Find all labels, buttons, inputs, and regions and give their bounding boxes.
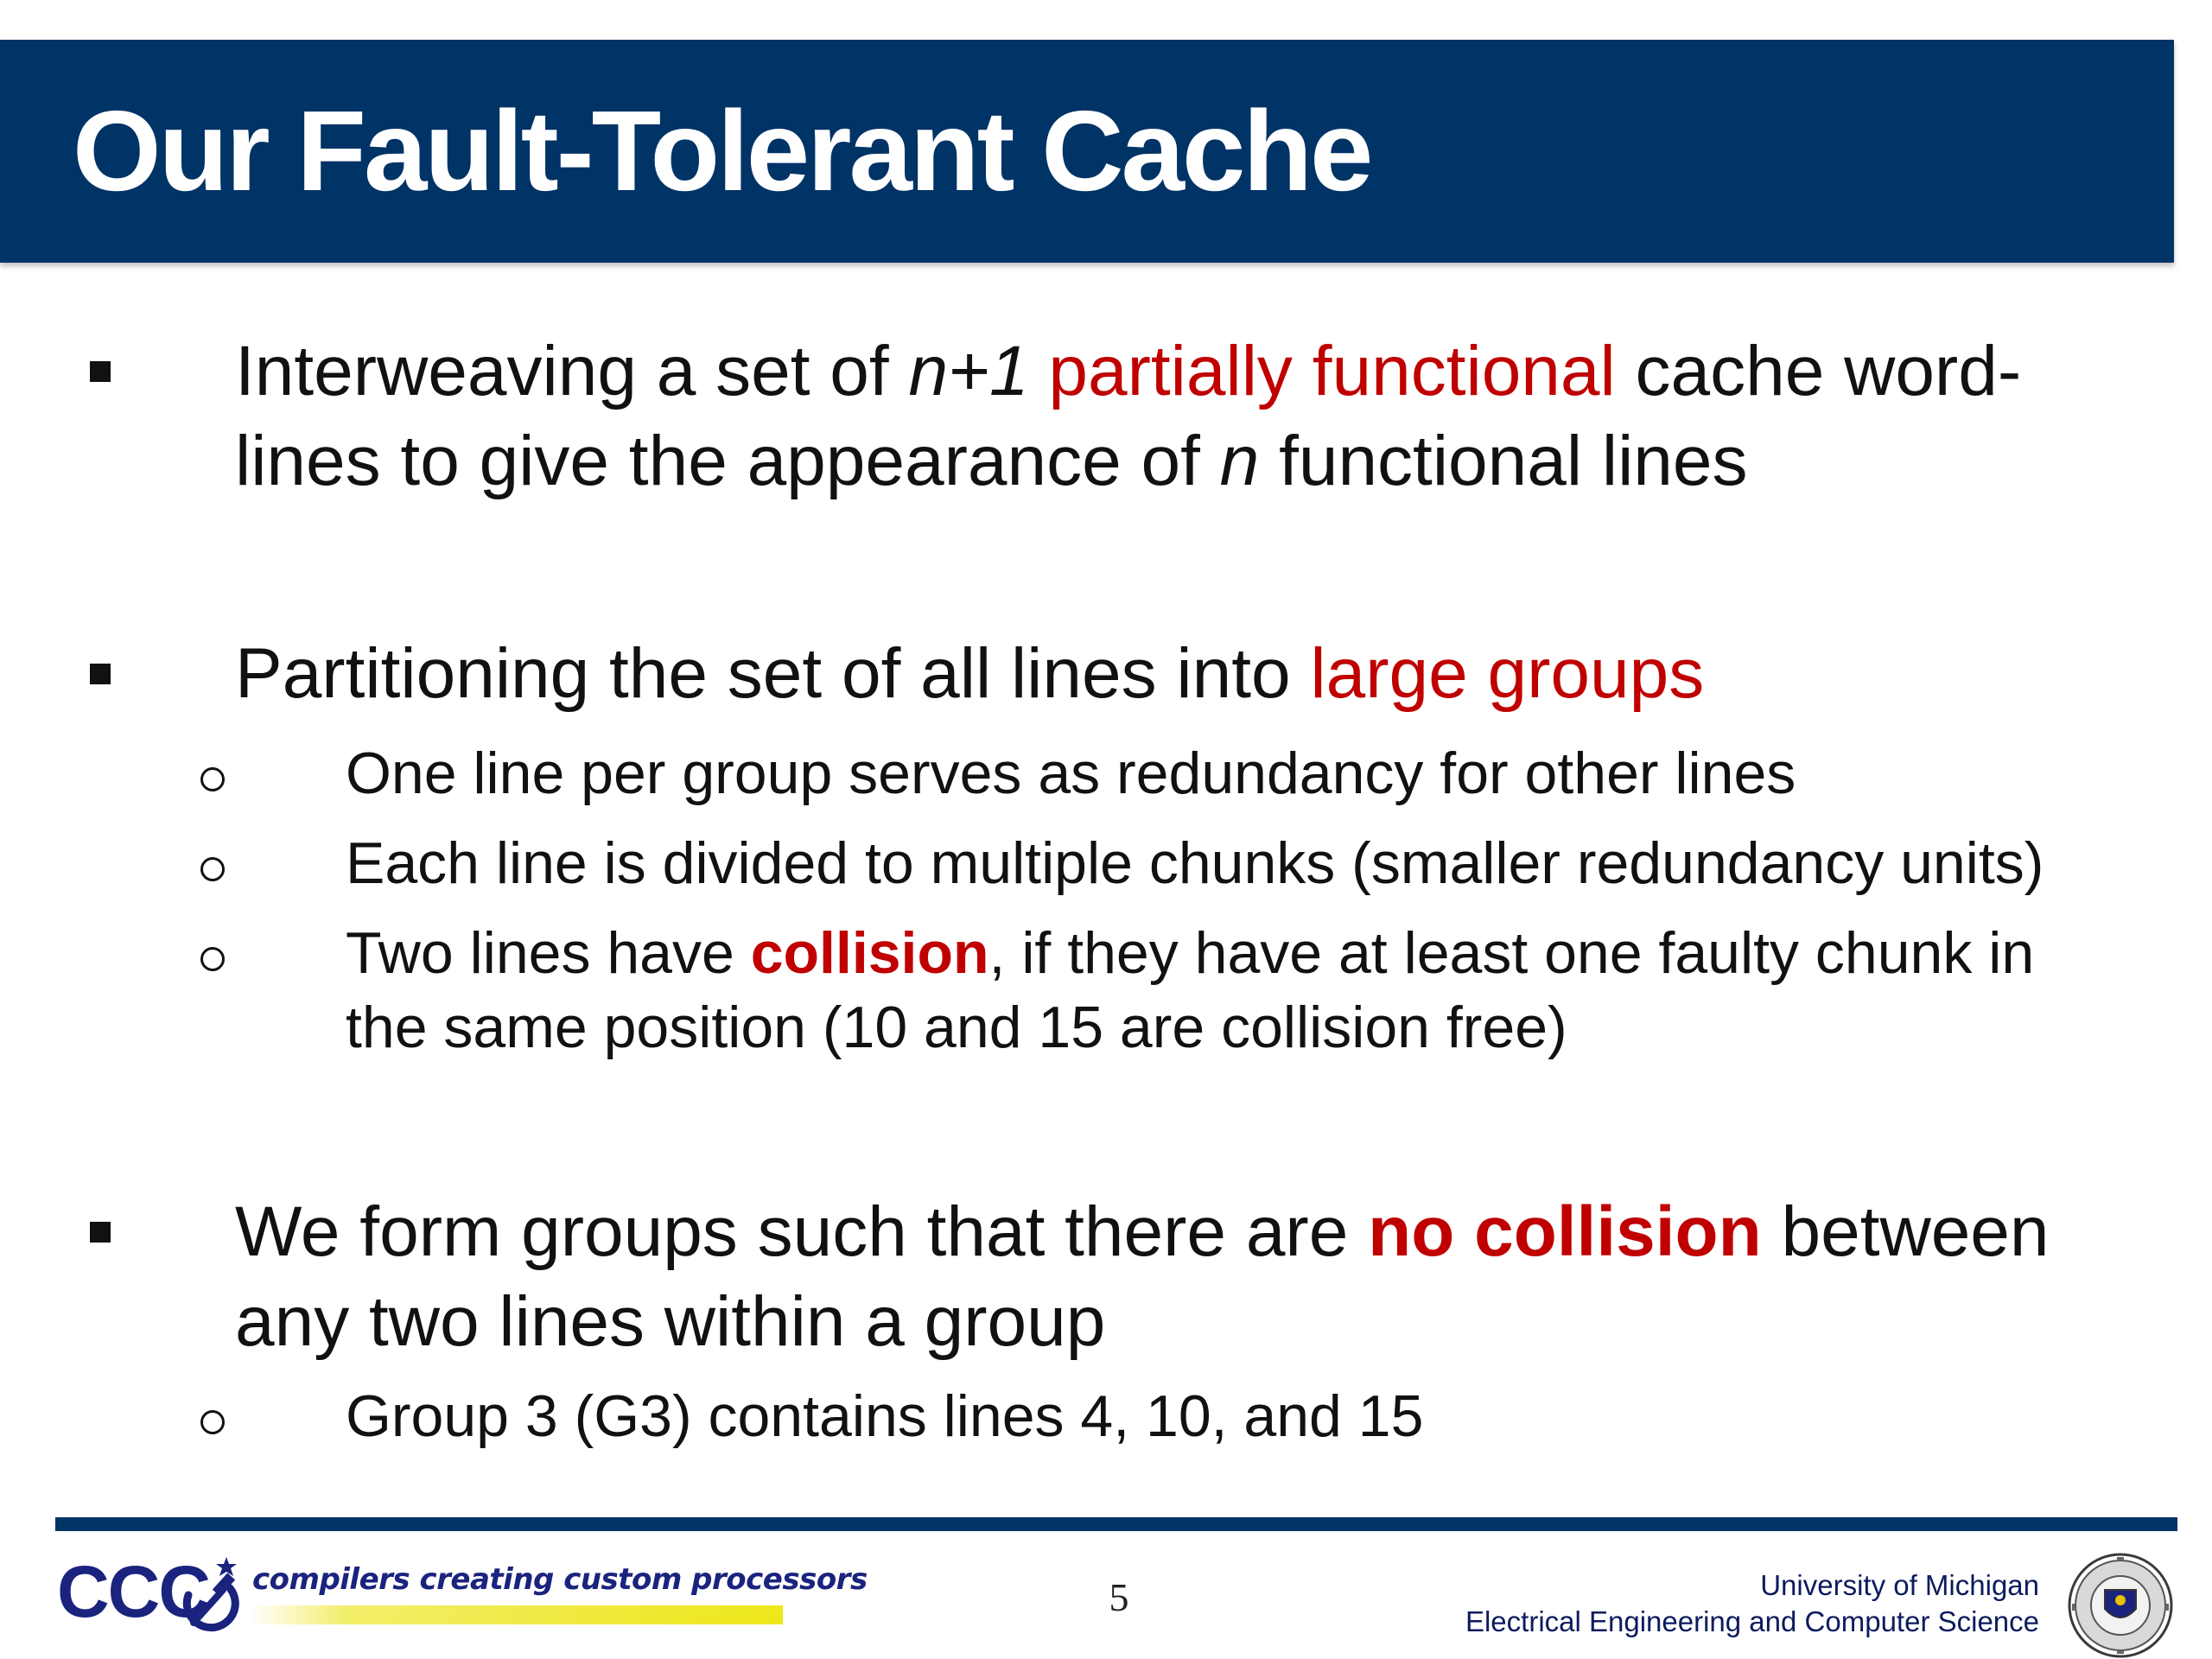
hammer-sickle-star-icon [182, 1557, 239, 1632]
subbullet-2-2: Each line is divided to multiple chunks … [346, 830, 2044, 896]
circle-bullet-icon [200, 1410, 225, 1434]
bullet-2-line-1: Partitioning the set of all lines into l… [235, 634, 1705, 713]
circle-bullet-icon [200, 767, 225, 791]
highlight-no-collision: no collision [1368, 1192, 1762, 1271]
square-bullet-icon [90, 664, 111, 684]
bullet-3-line-1: We form groups such that there are no co… [235, 1192, 2050, 1271]
tagline-highlight [251, 1605, 783, 1624]
math-n: n [1219, 422, 1260, 500]
highlight-collision: collision [750, 920, 989, 986]
affiliation: University of Michigan Electrical Engine… [1465, 1567, 2039, 1640]
subbullet-2-3-line-2: the same position (10 and 15 are collisi… [346, 995, 1567, 1060]
bullet-1-line-2: lines to give the appearance of n functi… [235, 422, 1748, 500]
ccc-logo: CCC [57, 1551, 211, 1632]
highlight-partially-functional: partially functional [1048, 332, 1616, 410]
square-bullet-icon [90, 1222, 111, 1243]
page-number: 5 [1109, 1575, 1129, 1619]
department-name: Electrical Engineering and Computer Scie… [1465, 1605, 2039, 1637]
square-bullet-icon [90, 361, 111, 382]
math-n-plus-1: n+1 [908, 332, 1029, 410]
bullet-1-line-1: Interweaving a set of n+1 partially func… [235, 332, 2022, 410]
circle-bullet-icon [200, 857, 225, 881]
title-bar: Our Fault-Tolerant Cache [0, 40, 2174, 263]
bullet-3-line-2: any two lines within a group [235, 1282, 1106, 1361]
university-name: University of Michigan [1760, 1569, 2039, 1601]
highlight-large-groups: large groups [1310, 634, 1705, 713]
tagline: compilers creating custom processors [252, 1562, 868, 1597]
subbullet-3-1: Group 3 (G3) contains lines 4, 10, and 1… [346, 1383, 1424, 1449]
slide-title: Our Fault-Tolerant Cache [73, 87, 1373, 214]
subbullet-2-1: One line per group serves as redundancy … [346, 741, 1796, 806]
footer-divider [55, 1517, 2177, 1531]
university-seal-icon [2068, 1553, 2173, 1658]
subbullet-2-3-line-1: Two lines have collision, if they have a… [346, 920, 2035, 986]
circle-bullet-icon [200, 947, 225, 971]
